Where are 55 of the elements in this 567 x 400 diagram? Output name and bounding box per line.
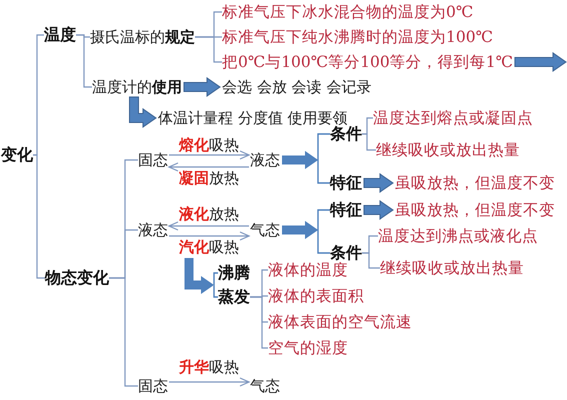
topic-label: 条件 — [330, 125, 362, 143]
statement-text: 继续吸收或放出热量 — [376, 141, 520, 159]
concept-text: 会选 会放 会读 会记录 — [222, 78, 372, 96]
concept-text: 温度计的使用 — [92, 78, 182, 96]
block-arrow — [184, 258, 218, 298]
state-label: 液态 — [250, 151, 280, 169]
bracket-line — [109, 277, 138, 387]
topic-label: 温度 — [44, 26, 76, 44]
arrow — [169, 231, 250, 241]
topic-label: 变化 — [1, 146, 33, 164]
statement-text: 温度达到沸点或液化点 — [378, 227, 538, 245]
arrow — [168, 162, 249, 172]
bracket-line — [76, 34, 92, 88]
statement-text: 液体表面的空气流速 — [268, 313, 412, 331]
statement-text: 空气的湿度 — [268, 339, 348, 357]
statement-text: 虽吸放热，但温度不变 — [395, 201, 555, 219]
edge-label: 凝固放热 — [179, 169, 239, 187]
topic-label: 蒸发 — [218, 288, 250, 306]
arrow — [169, 150, 250, 160]
block-arrow — [364, 173, 394, 193]
arrow — [169, 377, 250, 387]
block-arrow — [129, 96, 157, 128]
bracket-line — [362, 133, 376, 151]
state-label: 固态 — [138, 151, 168, 169]
bracket-line — [33, 154, 45, 279]
state-label: 液态 — [138, 221, 168, 239]
block-arrow — [514, 52, 567, 72]
topic-label: 条件 — [330, 244, 362, 262]
bracket-line — [250, 296, 268, 349]
topic-label: 特征 — [330, 174, 362, 192]
statement-text: 标准气压下冰水混合物的温度为0℃ — [222, 3, 474, 21]
edge-label: 汽化吸热 — [179, 238, 239, 256]
statement-text: 继续吸收或放出热量 — [380, 259, 524, 277]
bracket-line — [195, 36, 222, 63]
statement-text: 标准气压下纯水沸腾时的温度为100℃ — [222, 28, 493, 46]
concept-text: 摄氏温标的规定 — [90, 28, 195, 46]
statement-text: 把0℃与100℃等分100等分，得到每1℃ — [222, 53, 513, 71]
concept-text: 体温计量程 分度值 使用要领 — [158, 109, 348, 127]
statement-text: 温度达到熔点或凝固点 — [373, 109, 533, 127]
edge-label: 液化放热 — [179, 205, 239, 223]
statement-text: 液体的温度 — [268, 261, 348, 279]
bracket-line — [362, 252, 380, 269]
state-label: 气态 — [250, 221, 280, 239]
edge-label: 升华吸热 — [179, 358, 239, 376]
arrow — [168, 221, 249, 231]
topic-label: 沸腾 — [218, 264, 250, 282]
topic-label: 物态变化 — [45, 269, 109, 287]
statement-text: 虽吸放热，但温度不变 — [395, 174, 555, 192]
block-arrow — [364, 200, 394, 220]
block-arrow — [184, 77, 221, 97]
statement-text: 液体的表面积 — [268, 287, 364, 305]
topic-label: 特征 — [330, 201, 362, 219]
edge-label: 熔化吸热 — [179, 136, 239, 154]
state-label: 固态 — [138, 377, 168, 395]
state-label: 气态 — [250, 377, 280, 395]
